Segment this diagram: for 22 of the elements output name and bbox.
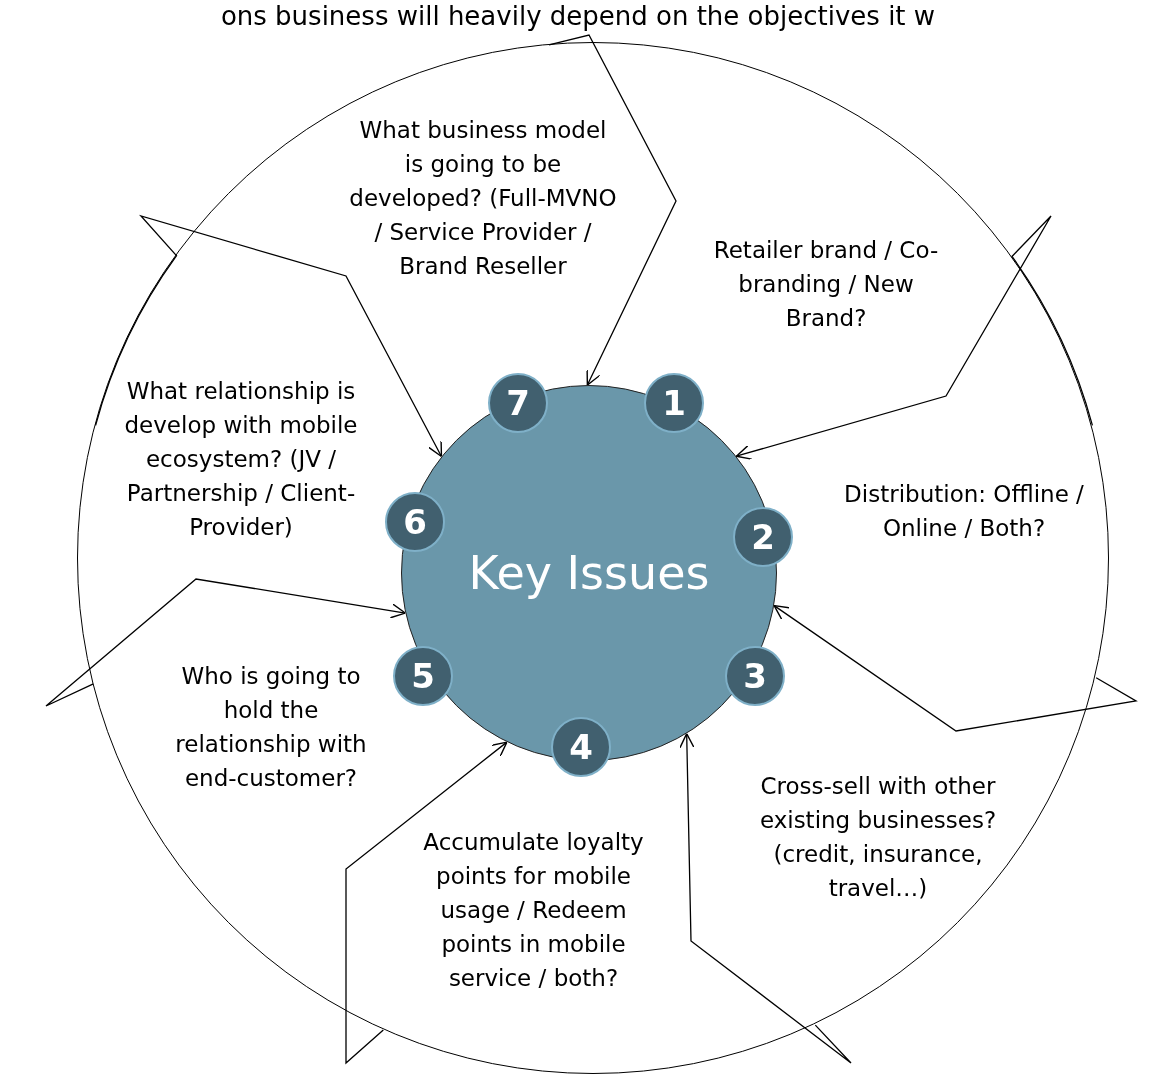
number-badge: 2 bbox=[733, 507, 793, 567]
arrow bbox=[735, 215, 1094, 460]
arrow bbox=[773, 604, 1138, 732]
number-badge: 6 bbox=[385, 492, 445, 552]
number-badge: 7 bbox=[488, 373, 548, 433]
arrow bbox=[94, 215, 443, 458]
question-text: What business model is going to be developed? (Full-MVNO / Service Provider / Brand Reseller bbox=[348, 113, 618, 283]
question-text: What relationship is develop with mobile ecosystem? (JV / Partnership / Client-Provider) bbox=[116, 374, 366, 544]
number-badge: 4 bbox=[551, 717, 611, 777]
arrow bbox=[45, 578, 406, 707]
number-badge: 1 bbox=[644, 373, 704, 433]
question-text: Who is going to hold the relationship with end-customer? bbox=[166, 659, 376, 795]
arrow bbox=[679, 732, 852, 1064]
title: ons business will heavily depend on the objectives it w bbox=[219, 0, 937, 32]
question-text: Cross-sell with other existing businesses? (credit, insurance, travel…) bbox=[753, 769, 1003, 905]
question-text: Retailer brand / Co-branding / New Brand? bbox=[701, 233, 951, 335]
number-badge: 3 bbox=[725, 646, 785, 706]
arrow bbox=[548, 34, 677, 386]
number-badge: 5 bbox=[393, 646, 453, 706]
question-text: Accumulate loyalty points for mobile usage / Redeem points in mobile service / both? bbox=[411, 825, 656, 995]
question-text: Distribution: Offline / Online / Both? bbox=[839, 477, 1089, 545]
arrow bbox=[345, 741, 508, 1065]
